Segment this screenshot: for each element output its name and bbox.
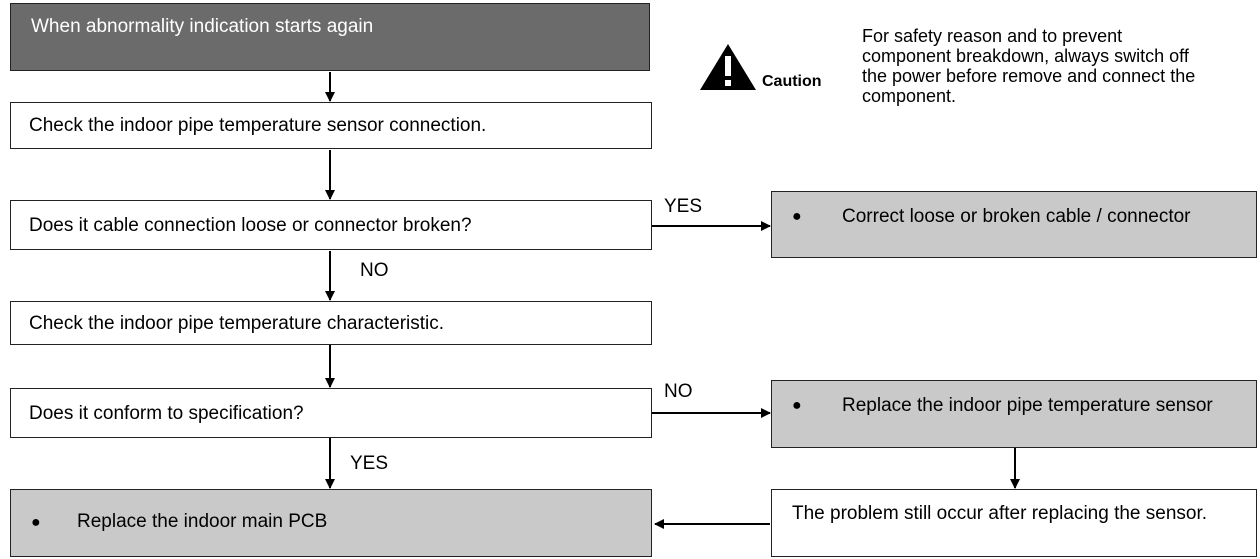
start-box: When abnormality indication starts again — [10, 3, 650, 71]
question-cable-box: Does it cable connection loose or connec… — [10, 200, 652, 250]
caution-word: Caution — [762, 73, 822, 90]
bullet-dot: ● — [792, 208, 802, 225]
problem-persists-box: The problem still occur after replacing … — [771, 489, 1257, 557]
replace-sensor-box: ● Replace the indoor pipe temperature se… — [771, 380, 1257, 448]
correct-cable-label: Correct loose or broken cable / connecto… — [842, 206, 1191, 227]
check-characteristic-box: Check the indoor pipe temperature charac… — [10, 301, 652, 345]
bullet-dot: ● — [792, 397, 802, 414]
replace-pcb-label: Replace the indoor main PCB — [77, 511, 328, 532]
branch-yes-label: YES — [350, 453, 389, 474]
caution-text: For safety reason and to prevent compone… — [862, 26, 1196, 106]
check-connection-box: Check the indoor pipe temperature sensor… — [10, 102, 652, 149]
bullet-dot: ● — [31, 514, 41, 531]
start-label: When abnormality indication starts again — [31, 16, 374, 37]
branch-no-label: NO — [664, 381, 693, 402]
replace-pcb-box: ● Replace the indoor main PCB — [10, 489, 652, 557]
check-characteristic-label: Check the indoor pipe temperature charac… — [29, 313, 445, 334]
replace-sensor-label: Replace the indoor pipe temperature sens… — [842, 395, 1213, 416]
branch-yes-label: YES — [664, 196, 703, 217]
question-spec-box: Does it conform to specification? — [10, 388, 652, 438]
question-spec-label: Does it conform to specification? — [29, 403, 304, 424]
warning-triangle-icon — [700, 44, 756, 90]
check-connection-label: Check the indoor pipe temperature sensor… — [29, 115, 487, 136]
problem-persists-label: The problem still occur after replacing … — [792, 503, 1208, 524]
correct-cable-box: ● Correct loose or broken cable / connec… — [771, 191, 1257, 258]
question-cable-label: Does it cable connection loose or connec… — [29, 215, 472, 236]
branch-no-label: NO — [360, 260, 389, 281]
